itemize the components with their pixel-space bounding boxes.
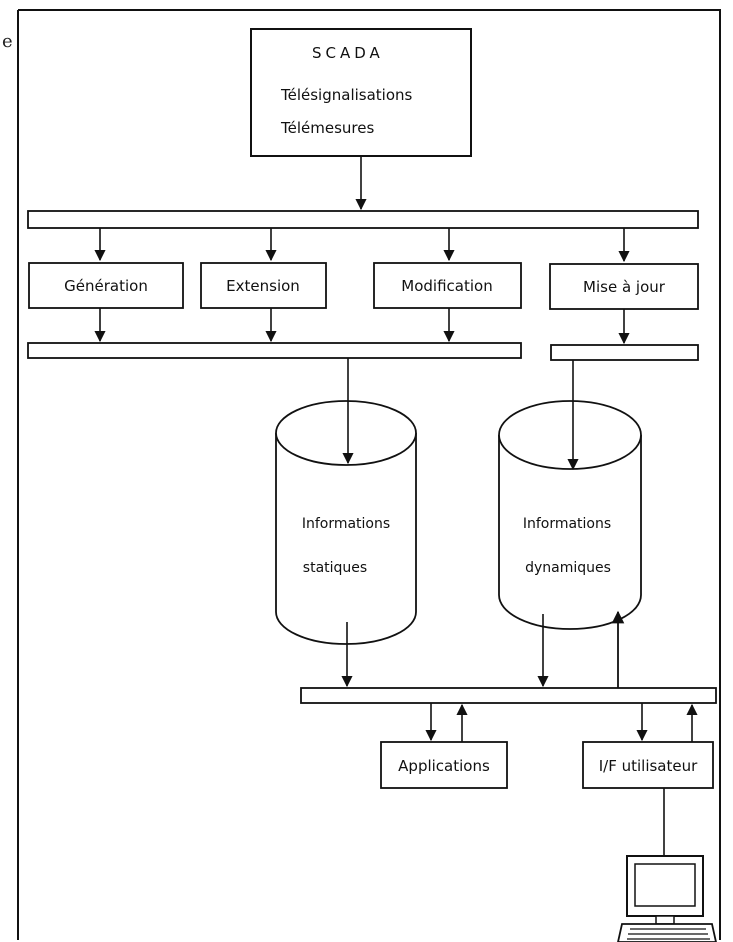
mise-a-jour-box: Mise à jour — [549, 263, 699, 310]
static-store-label-2: statiques — [303, 560, 367, 576]
applications-box: Applications — [380, 741, 508, 789]
user-interface-box: I/F utilisateur — [582, 741, 714, 789]
modification-box: Modification — [373, 262, 522, 309]
computer-terminal-icon — [617, 855, 717, 942]
scada-line-telesignalisations: Télésignalisations — [280, 86, 413, 104]
bus-top — [27, 210, 699, 229]
applications-label: Applications — [398, 757, 490, 775]
dynamic-store-label-1: Informations — [523, 516, 611, 532]
extension-box: Extension — [200, 262, 327, 309]
extension-label: Extension — [226, 277, 300, 295]
generation-label: Génération — [64, 277, 148, 295]
scada-line-telemesures: Télémesures — [280, 119, 374, 137]
scada-title: SCADA — [312, 44, 384, 62]
generation-box: Génération — [28, 262, 184, 309]
mise-a-jour-label: Mise à jour — [583, 278, 666, 296]
static-store-label-1: Informations — [302, 516, 390, 532]
dynamic-information-store: Informations dynamiques — [498, 400, 642, 630]
scada-box: SCADA Télésignalisations Télémesures — [250, 28, 472, 157]
modification-label: Modification — [401, 277, 492, 295]
figure-frame — [17, 9, 721, 940]
bus-dynamic — [550, 344, 699, 361]
edge-fragment-text: e — [2, 31, 13, 52]
dynamic-store-label-2: dynamiques — [525, 560, 611, 576]
bus-bottom — [300, 687, 717, 704]
user-interface-label: I/F utilisateur — [599, 757, 698, 775]
bus-static — [27, 342, 522, 359]
static-information-store: Informations statiques — [275, 400, 417, 645]
